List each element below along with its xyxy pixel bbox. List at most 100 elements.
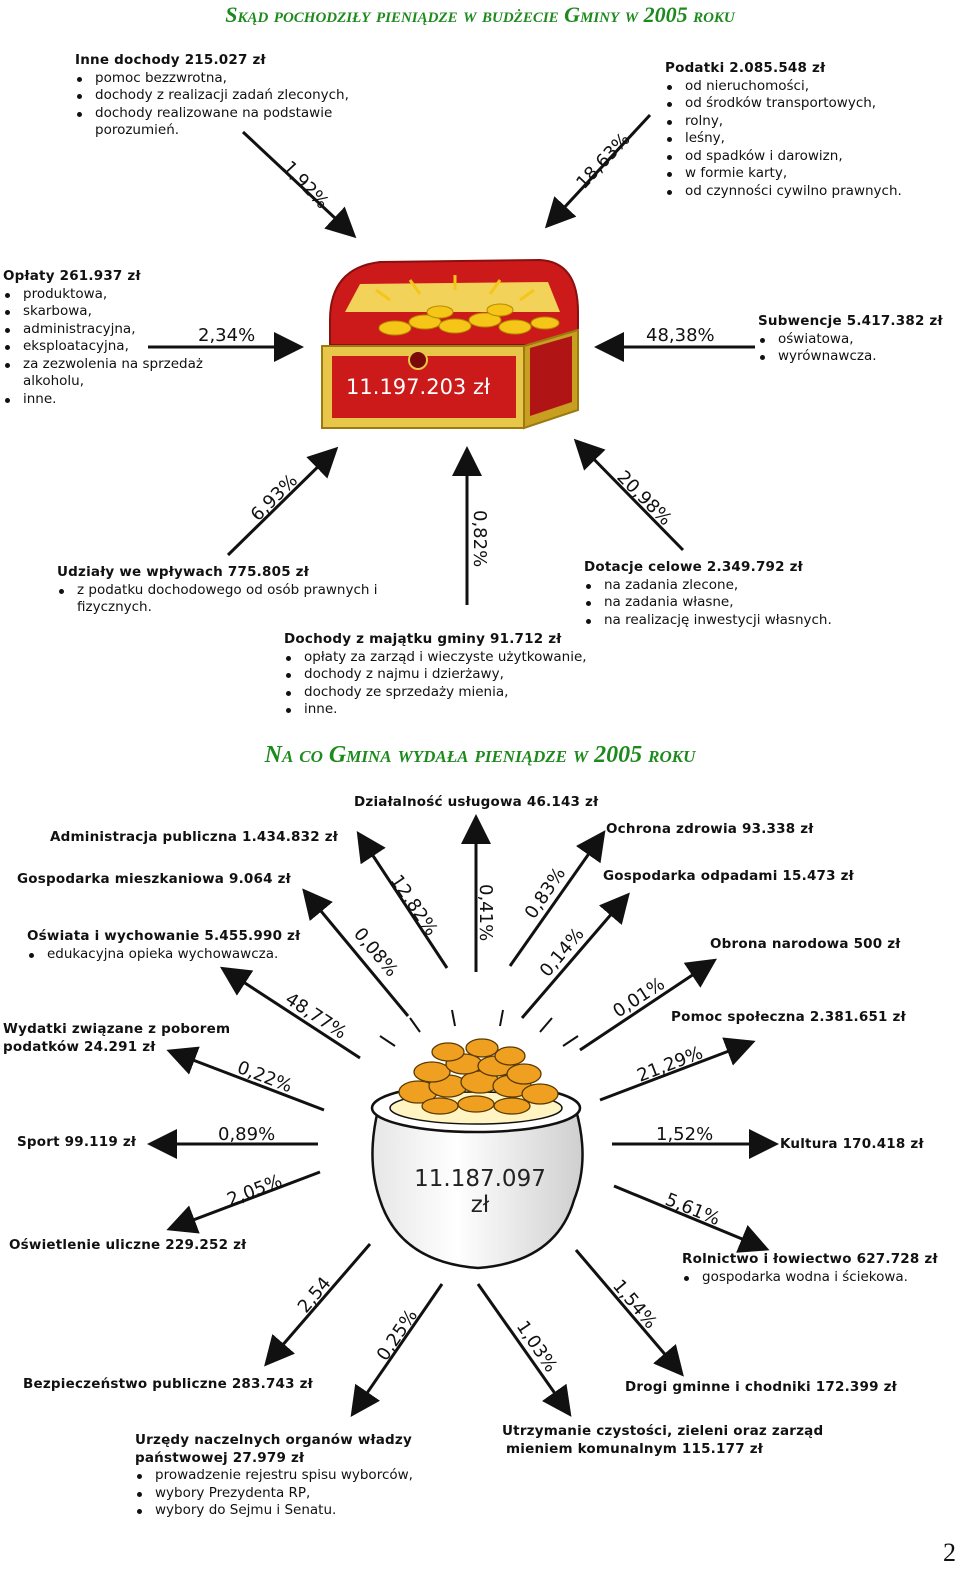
expense-title: Gospodarka mieszkaniowa 9.064 zł: [17, 871, 291, 887]
expense-title: Kultura 170.418 zł: [780, 1136, 924, 1152]
expense-title: Utrzymanie czystości, zieleni oraz zarzą…: [502, 1423, 824, 1439]
bullet: od nieruchomości,: [665, 78, 902, 96]
arrow-podatki: [544, 113, 652, 229]
expense-label-rolnictwo: Rolnictwo i łowiectwo 627.728 zł gospoda…: [682, 1251, 938, 1286]
bullet: skarbowa,: [3, 303, 203, 321]
percent-rolnictwo: 5,61%: [662, 1189, 723, 1230]
expense-title: Pomoc społeczna 2.381.651 zł: [671, 1009, 906, 1025]
percent-sport: 0,89%: [218, 1124, 275, 1145]
expense-label-gospodarka-mieszkaniowa: Gospodarka mieszkaniowa 9.064 zł: [17, 871, 291, 889]
bullet: gospodarka wodna i ściekowa.: [682, 1269, 938, 1287]
expense-heading: Na co Gmina wydała pieniądze w 2005 roku: [264, 742, 696, 768]
bullet: inne.: [284, 701, 587, 719]
bullet: edukacyjna opieka wychowawcza.: [27, 946, 300, 964]
bullet: opłaty za zarząd i wieczyste użytkowanie…: [284, 649, 587, 667]
bullet: administracyjna,: [3, 321, 203, 339]
expense-label-obrona-narodowa: Obrona narodowa 500 zł: [710, 936, 901, 954]
expense-label-urzedy: Urzędy naczelnych organów władzy państwo…: [135, 1432, 413, 1520]
expense-title: Drogi gminne i chodniki 172.399 zł: [625, 1379, 897, 1395]
arrow-bezpieczenstwo: [264, 1243, 372, 1367]
expense-title: Oświata i wychowanie 5.455.990 zł: [27, 928, 301, 944]
expense-title: Wydatki związane z poborem: [3, 1021, 231, 1037]
income-label-podatki: Podatki 2.085.548 zł od nieruchomości, o…: [665, 60, 902, 200]
bullet: na zadania własne,: [584, 594, 832, 612]
expense-title: Działalność usługowa 46.143 zł: [354, 794, 599, 810]
percent-dotacje: 20,98%: [612, 467, 675, 530]
percent-oswietlenie: 2,05%: [224, 1171, 285, 1211]
bullet: od środków transportowych,: [665, 95, 902, 113]
expense-label-oswietlenie: Oświetlenie uliczne 229.252 zł: [9, 1237, 246, 1255]
expense-label-oswiata: Oświata i wychowanie 5.455.990 zł edukac…: [27, 928, 300, 963]
arrow-utrzymanie-czystosci: [476, 1283, 572, 1417]
arrow-pobor-podatkow: [166, 1046, 325, 1112]
income-label-subwencje: Subwencje 5.417.382 zł oświatowa, wyrówn…: [758, 313, 943, 366]
bullet: wybory do Sejmu i Senatu.: [135, 1502, 413, 1520]
arrow-oswietlenie: [166, 1170, 321, 1234]
income-label-dotacje: Dotacje celowe 2.349.792 zł na zadania z…: [584, 559, 832, 629]
arrow-gospodarka-mieszkaniowa: [302, 888, 410, 1017]
percent-pomoc-spoleczna: 21,29%: [634, 1042, 706, 1086]
bullet: rolny,: [665, 113, 902, 131]
bullet: leśny,: [665, 130, 902, 148]
bullet: od spadków i darowizn,: [665, 148, 902, 166]
arrow-drogi: [574, 1249, 684, 1377]
expense-label-administracja: Administracja publiczna 1.434.832 zł: [50, 829, 338, 847]
arrow-obrona-narodowa: [579, 958, 717, 1052]
bullet: eksploatacyjna,: [3, 338, 203, 356]
expense-title: Ochrona zdrowia 93.338 zł: [606, 821, 814, 837]
expense-label-ochrona-zdrowia: Ochrona zdrowia 93.338 zł: [606, 821, 813, 839]
expense-title: państwowej 27.979 zł: [135, 1449, 305, 1466]
arrow-udzialy: [226, 446, 339, 557]
income-total: 11.197.203 zł: [346, 375, 490, 399]
expense-label-dzialalnosc-uslugowa: Działalność usługowa 46.143 zł: [354, 794, 598, 812]
percent-dzialalnosc-uslugowa: 0,41%: [475, 884, 496, 941]
expense-title: Gospodarka odpadami 15.473 zł: [603, 868, 854, 884]
percent-udzialy: 6,93%: [247, 470, 302, 525]
bullet: prowadzenie rejestru spisu wyborców,: [135, 1467, 413, 1485]
bullet: oświatowa,: [758, 331, 943, 349]
percent-administracja: 12,82%: [386, 871, 442, 940]
bullet: dochody z realizacji zadań zleconych,: [75, 87, 349, 105]
income-label-oplaty: Opłaty 261.937 zł produktowa, skarbowa, …: [3, 268, 203, 408]
arrow-oswiata: [219, 966, 361, 1060]
bullet: na zadania zlecone,: [584, 577, 832, 595]
arrow-dotacje: [573, 438, 685, 552]
income-label-inne-dochody: Inne dochody 215.027 zł pomoc bezzwrotna…: [75, 52, 349, 140]
expense-title: Sport 99.119 zł: [17, 1134, 137, 1150]
bullet: inne.: [3, 391, 203, 409]
expense-label-pomoc-spoleczna: Pomoc społeczna 2.381.651 zł: [671, 1009, 906, 1027]
arrow-inne-dochody: [241, 130, 357, 239]
income-label-udzialy: Udziały we wpływach 775.805 zł z podatku…: [57, 564, 378, 617]
expense-arrows: [147, 814, 779, 1417]
bullet: w formie karty,: [665, 165, 902, 183]
bullet: produktowa,: [3, 286, 203, 304]
income-title: Podatki 2.085.548 zł: [665, 60, 826, 76]
arrow-ochrona-zdrowia: [508, 830, 606, 967]
page-number: 2: [943, 1538, 956, 1567]
expense-title: Bezpieczeństwo publiczne 283.743 zł: [23, 1376, 313, 1392]
bullet: wybory Prezydenta RP,: [135, 1485, 413, 1503]
expense-title: Obrona narodowa 500 zł: [710, 936, 901, 952]
bullet: dochody realizowane na podstawie: [75, 105, 349, 123]
expense-label-drogi: Drogi gminne i chodniki 172.399 zł: [625, 1379, 897, 1397]
bullet: od czynności cywilno prawnych.: [665, 183, 902, 201]
continuation: fizycznych.: [77, 599, 152, 615]
arrow-rolnictwo: [613, 1184, 770, 1253]
percent-inne-dochody: 1,92%: [278, 157, 332, 213]
income-title: Subwencje 5.417.382 zł: [758, 313, 943, 329]
expense-title: podatków 24.291 zł: [3, 1038, 156, 1055]
percent-kultura: 1,52%: [656, 1124, 713, 1145]
income-heading: Skąd pochodziły pieniądze w budżecie Gmi…: [225, 2, 735, 27]
continuation: porozumień.: [95, 122, 180, 138]
continuation: alkoholu,: [23, 373, 85, 389]
percent-subwencje: 48,38%: [646, 325, 715, 346]
arrow-administracja: [356, 830, 449, 969]
bullet: pomoc bezzwrotna,: [75, 70, 349, 88]
bullet: na realizację inwestycji własnych.: [584, 612, 832, 630]
expense-label-kultura: Kultura 170.418 zł: [780, 1136, 924, 1154]
income-title: Udziały we wpływach 775.805 zł: [57, 564, 309, 580]
pot-of-gold-icon: [370, 1009, 584, 1270]
arrow-gospodarka-odpadami: [520, 892, 630, 1019]
expense-label-sport: Sport 99.119 zł: [17, 1134, 136, 1152]
